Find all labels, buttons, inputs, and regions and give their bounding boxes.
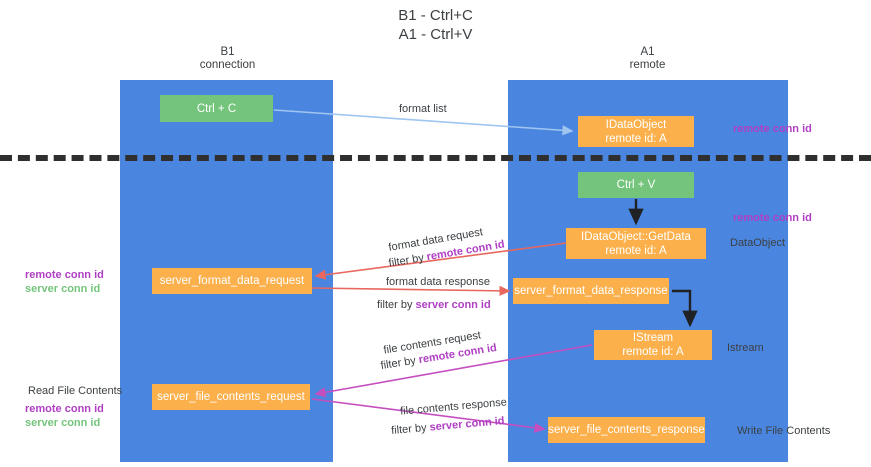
label-left-read-file-contents: Read File Contents [28, 385, 123, 397]
box-ctrl-c[interactable]: Ctrl + C [160, 95, 273, 122]
box-ctrl-c-label: Ctrl + C [196, 102, 237, 115]
box-getdata-line2: remote id: A [605, 244, 667, 257]
lane-header-a1-sub: remote [629, 59, 666, 71]
box-ctrl-v[interactable]: Ctrl + V [578, 172, 694, 198]
box-istream[interactable]: IStream remote id: A [594, 330, 712, 360]
box-server-format-data-response-label: server_format_data_response [514, 285, 668, 297]
title-line-2: A1 - Ctrl+V [398, 26, 473, 43]
page-title: B1 - Ctrl+C A1 - Ctrl+V [0, 6, 871, 44]
box-istream-line2: remote id: A [622, 346, 684, 358]
label-right-write-file-contents: Write File Contents [737, 425, 831, 437]
box-idataobject-getdata[interactable]: IDataObject::GetData remote id: A [566, 228, 706, 259]
box-idataobject[interactable]: IDataObject remote id: A [578, 116, 694, 147]
label-format-data-response-filter: filter by server conn id [377, 298, 491, 312]
box-server-file-contents-response[interactable]: server_file_contents_response [548, 417, 705, 443]
box-server-file-contents-request[interactable]: server_file_contents_request [152, 384, 310, 410]
label-left-conn-ids-bottom: remote conn id server conn id [25, 402, 104, 430]
lane-header-a1: A1 remote [545, 46, 750, 72]
label-format-list: format list [399, 103, 447, 115]
filter-prefix: filter by [387, 251, 428, 270]
filter-prefix: filter by [390, 421, 431, 437]
title-line-1: B1 - Ctrl+C [398, 7, 473, 24]
box-ctrl-v-label: Ctrl + V [616, 179, 656, 191]
phase-separator-dashed-line [0, 155, 871, 161]
box-server-format-data-request-label: server_format_data_request [159, 275, 305, 287]
filter-prefix: filter by [377, 299, 416, 311]
label-right-remote-conn-id-top: remote conn id [733, 123, 812, 135]
label-right-istream: Istream [727, 342, 764, 354]
lane-header-a1-name: A1 [640, 46, 655, 58]
box-getdata-line1: IDataObject::GetData [581, 230, 691, 243]
label-right-remote-conn-id-mid: remote conn id [733, 212, 812, 224]
box-server-format-data-request[interactable]: server_format_data_request [152, 268, 312, 294]
filter-key-server-conn-id: server conn id [429, 415, 506, 434]
lane-header-b1-name: B1 [220, 46, 235, 58]
box-idataobject-line1: IDataObject [605, 118, 667, 131]
label-left-conn-ids-top: remote conn id server conn id [25, 268, 104, 296]
lane-header-b1: B1 connection [135, 46, 320, 72]
box-server-file-contents-request-label: server_file_contents_request [157, 391, 305, 403]
box-server-file-contents-response-label: server_file_contents_response [548, 424, 705, 436]
lane-header-b1-sub: connection [199, 59, 256, 71]
box-istream-line1: IStream [632, 332, 674, 344]
label-format-data-response: format data response [386, 276, 490, 288]
label-right-dataobject: DataObject [730, 237, 786, 249]
filter-key-server-conn-id: server conn id [415, 299, 491, 311]
label-left-server-conn-id-2: server conn id [25, 417, 101, 429]
box-idataobject-line2: remote id: A [605, 132, 667, 145]
label-left-server-conn-id: server conn id [25, 283, 101, 295]
box-server-format-data-response[interactable]: server_format_data_response [513, 278, 669, 304]
label-left-remote-conn-id: remote conn id [25, 269, 104, 281]
label-left-remote-conn-id-2: remote conn id [25, 403, 104, 415]
